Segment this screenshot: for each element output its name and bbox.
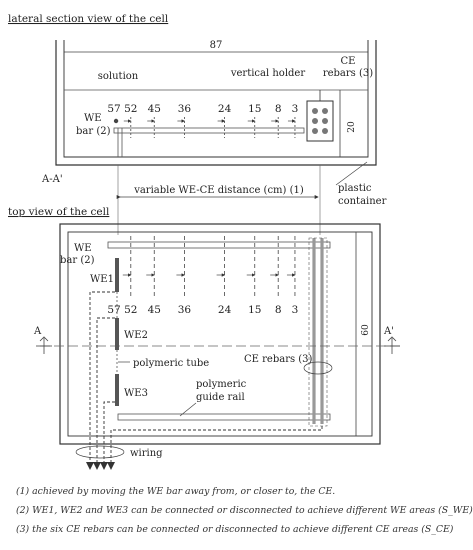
we2-label: WE2	[124, 330, 148, 341]
guide-rail	[117, 413, 331, 421]
polymeric-tube-label: polymeric tube	[133, 358, 209, 369]
lateral-distance-label: 24	[218, 103, 232, 115]
top-distance-marker	[286, 236, 296, 296]
lateral-distance-marker	[217, 117, 226, 138]
top-distance-label: 8	[275, 304, 282, 316]
we-bar-top	[107, 241, 331, 249]
section-marker-right	[384, 336, 400, 354]
top-distance-label: 3	[292, 304, 299, 316]
plastic-container-label-line1: plastic	[338, 183, 372, 194]
guide-rail-label-line2: guide rail	[196, 392, 245, 403]
top-distance-marker	[216, 236, 226, 296]
we1-element	[115, 258, 119, 292]
lateral-distance-label: 45	[148, 103, 161, 115]
we3-element	[115, 374, 119, 406]
height-dimension-label: 20	[347, 121, 357, 133]
lateral-distance-label: 15	[248, 103, 261, 115]
lateral-container-inner	[63, 40, 369, 158]
we1-label: WE1	[90, 274, 114, 285]
top-height-dimension-label: 60	[361, 324, 371, 336]
we3-label: WE3	[124, 388, 148, 399]
top-distance-marker	[122, 236, 132, 296]
lateral-distance-marker	[247, 117, 256, 138]
guide-rail-label-line1: polymeric	[196, 379, 247, 390]
top-distance-marker	[246, 236, 256, 296]
footnote-3: (3) the six CE rebars can be connected o…	[16, 524, 454, 535]
footnote-1: (1) achieved by moving the WE bar away f…	[16, 486, 336, 497]
ce-rebars-label-line2: rebars (3)	[323, 68, 373, 79]
ce-rebars-label-line1: CE	[341, 56, 356, 67]
section-label: A-A'	[41, 174, 63, 185]
top-distance-label: 36	[178, 304, 192, 316]
we-bar-label-line2: bar (2)	[76, 126, 111, 137]
top-view: WE bar (2) CE rebars (3) 60 A A'	[33, 223, 400, 470]
plastic-container-leader	[335, 161, 368, 186]
lateral-distance-label: 36	[178, 103, 192, 115]
we-bar-lateral	[113, 127, 305, 134]
we2-element	[115, 318, 119, 350]
wiring-arrows	[86, 462, 115, 470]
section-a-left-label: A	[33, 326, 42, 337]
top-container-inner	[67, 231, 373, 437]
lateral-distance-marker	[147, 117, 155, 138]
ce-holder-block	[306, 100, 334, 142]
top-distance-markers	[122, 236, 296, 296]
top-distance-label: 15	[248, 304, 261, 316]
we-origin-dot	[113, 118, 119, 124]
lateral-distance-label: 3	[292, 103, 299, 115]
we-bar-label-line1: WE	[84, 113, 102, 124]
ce-rebar-dots	[312, 108, 328, 134]
ce-holder-top	[308, 237, 328, 427]
ce-rebars-top-label: CE rebars (3)	[244, 354, 313, 365]
top-view-title: top view of the cell	[8, 206, 110, 218]
top-distance-marker	[270, 236, 279, 296]
lateral-distance-markers	[113, 117, 296, 138]
lateral-distance-label: 57	[107, 103, 120, 115]
section-marker-left	[36, 336, 52, 354]
top-distance-label: 57	[107, 304, 120, 316]
lateral-distance-marker	[177, 117, 185, 138]
top-distance-marker	[176, 236, 185, 296]
lateral-section-view: 87 solution vertical holder CE rebars (3…	[41, 40, 377, 185]
wiring-ellipse	[75, 445, 125, 459]
lateral-distance-label: 52	[124, 103, 137, 115]
variable-distance-label: variable WE-CE distance (cm) (1)	[133, 185, 304, 196]
ce-rebars-ellipse	[303, 361, 333, 375]
top-we-bar-label-line1: WE	[74, 243, 92, 254]
solution-label: solution	[98, 71, 139, 82]
footnote-2: (2) WE1, WE2 and WE3 can be connected or…	[16, 505, 473, 516]
top-distance-label: 52	[124, 304, 137, 316]
section-a-right-label: A'	[383, 326, 394, 337]
top-distance-marker	[146, 236, 155, 296]
wiring-lines	[89, 291, 323, 462]
top-container-outer	[59, 223, 381, 445]
top-distance-label: 45	[148, 304, 161, 316]
top-distance-label: 24	[218, 304, 232, 316]
wiring-label: wiring	[130, 448, 163, 459]
guide-rail-leader	[179, 402, 197, 417]
vertical-holder-label: vertical holder	[230, 68, 305, 79]
top-we-bar-label-line2: bar (2)	[60, 255, 95, 266]
lateral-distance-marker	[271, 117, 279, 138]
plastic-container-label-line2: container	[338, 196, 387, 207]
lateral-distance-label: 8	[275, 103, 282, 115]
width-dimension-label: 87	[210, 40, 223, 51]
lateral-view-title: lateral section view of the cell	[8, 13, 169, 25]
lateral-distance-marker	[287, 117, 296, 138]
lateral-distance-marker	[123, 117, 132, 138]
lateral-container-outer	[55, 40, 377, 166]
